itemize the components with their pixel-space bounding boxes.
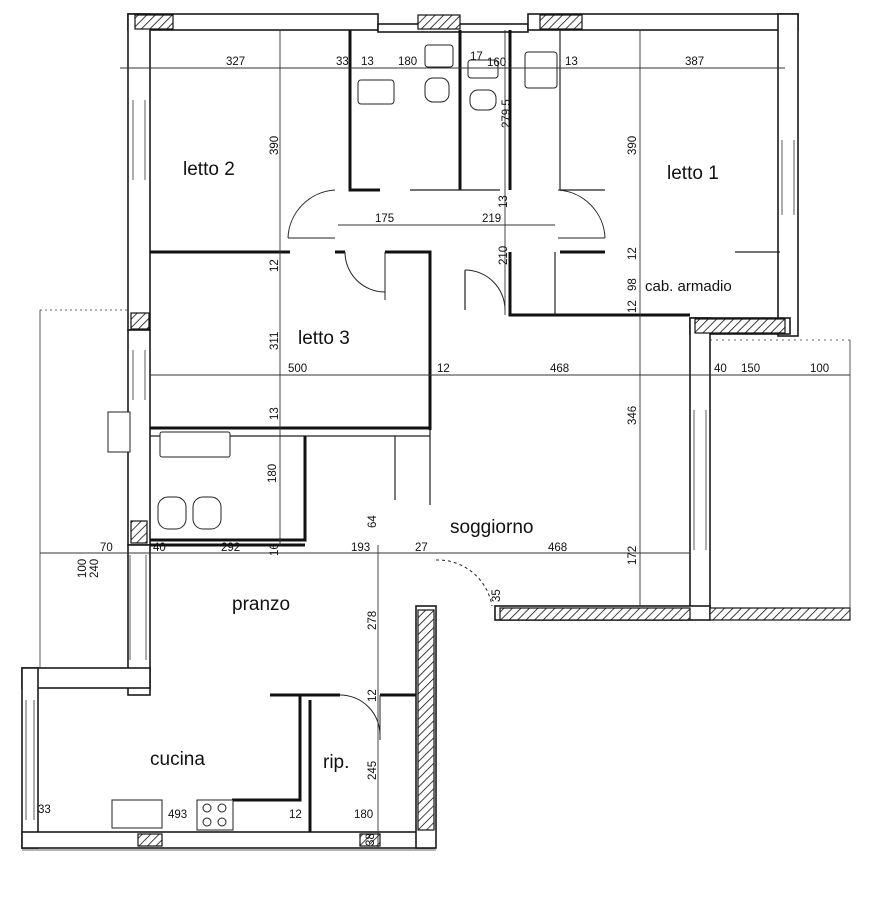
hatched-columns — [130, 14, 851, 847]
dimension-labels: 327 33 13 180 17 160 13 387 390 390 279.… — [38, 51, 829, 846]
terrace-lines — [22, 309, 851, 851]
room-label-letto2: letto 2 — [183, 159, 235, 180]
room-label-soggiorno: soggiorno — [450, 517, 533, 538]
dim-27: 27 — [415, 542, 428, 554]
dim-38: 38 — [365, 833, 377, 846]
dim-40: 40 — [714, 363, 727, 375]
room-label-cab-armadio: cab. armadio — [645, 278, 732, 295]
dim-13: 13 — [498, 195, 510, 208]
dim-13: 13 — [361, 56, 374, 68]
room-label-letto3: letto 3 — [298, 328, 350, 349]
exterior-walls — [21, 13, 799, 849]
dim-12: 12 — [269, 259, 281, 272]
dim-500: 500 — [288, 363, 307, 375]
dim-193: 193 — [351, 542, 370, 554]
dim-12: 12 — [289, 809, 302, 821]
dim-33: 33 — [336, 56, 349, 68]
dim-13: 13 — [269, 407, 281, 420]
dim-33: 33 — [38, 804, 51, 816]
dim-64: 64 — [367, 515, 379, 528]
doors — [287, 189, 606, 740]
dim-327: 327 — [226, 56, 245, 68]
room-label-cucina: cucina — [150, 749, 205, 770]
dim-390: 390 — [269, 136, 281, 155]
dim-240: 240 — [89, 559, 101, 578]
dim-210: 210 — [498, 246, 510, 265]
dim-292: 292 — [221, 542, 240, 554]
dim-387: 387 — [685, 56, 704, 68]
dim-180: 180 — [267, 464, 279, 483]
dim-100: 100 — [77, 559, 89, 578]
dim-150: 150 — [741, 363, 760, 375]
dim-468: 468 — [548, 542, 567, 554]
dim-278: 278 — [367, 611, 379, 630]
room-label-rip: rip. — [323, 752, 349, 773]
dim-219: 219 — [482, 213, 501, 225]
dim-13: 13 — [565, 56, 578, 68]
dim-468: 468 — [550, 363, 569, 375]
dim-40: 40 — [153, 542, 166, 554]
room-label-pranzo: pranzo — [232, 594, 290, 615]
room-label-letto1: letto 1 — [667, 163, 719, 184]
dim-100: 100 — [810, 363, 829, 375]
dim-17: 17 — [470, 51, 483, 63]
dim-493: 493 — [168, 809, 187, 821]
dim-98: 98 — [627, 278, 639, 291]
dim-16: 16 — [269, 543, 281, 556]
windows — [25, 100, 795, 820]
dim-12: 12 — [627, 247, 639, 260]
dim-70: 70 — [100, 542, 113, 554]
fixtures — [107, 44, 558, 831]
dim-160: 160 — [487, 57, 506, 69]
dim-175: 175 — [375, 213, 394, 225]
dim-12: 12 — [437, 363, 450, 375]
dim-245: 245 — [367, 761, 379, 780]
dim-180: 180 — [398, 56, 417, 68]
dimension-lines — [40, 30, 850, 848]
room-labels: letto 2 letto 1 letto 3 cab. armadio sog… — [150, 159, 732, 773]
dim-180: 180 — [354, 809, 373, 821]
dim-12: 12 — [627, 300, 639, 313]
dim-279-5: 279.5 — [501, 99, 513, 128]
dim-12: 12 — [367, 689, 379, 702]
dim-390: 390 — [627, 136, 639, 155]
interior-walls — [150, 30, 780, 832]
dim-311: 311 — [269, 332, 281, 350]
dim-172: 172 — [627, 546, 639, 565]
dim-35: 35 — [491, 589, 503, 602]
dim-346: 346 — [627, 406, 639, 425]
